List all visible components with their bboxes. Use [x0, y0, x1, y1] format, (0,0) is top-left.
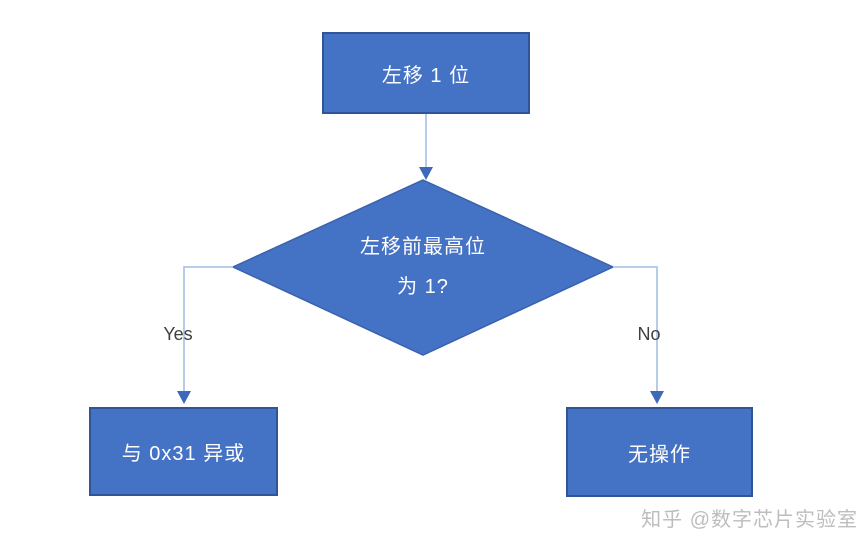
decision-diamond-shape: [231, 179, 615, 356]
process-box-shift-left-label: 左移 1 位: [381, 64, 471, 87]
process-box-no-op: 无操作: [566, 407, 753, 497]
edge-label-yes: Yes: [163, 324, 193, 344]
process-box-xor-label: 与 0x31 异或: [121, 443, 246, 465]
decision-diamond-label: 左移前最高位 为 1?: [303, 227, 543, 307]
zhihu-watermark: 知乎 @数字芯片实验室: [641, 509, 858, 531]
edge-label-no: No: [637, 324, 661, 344]
decision-label-line2: 为 1?: [397, 276, 449, 298]
arrowhead-down-icon: [177, 391, 191, 404]
arrowhead-down-icon: [419, 167, 433, 180]
edge-decision-to-no-line: [613, 266, 658, 392]
edge-decision-to-yes-line: [183, 266, 233, 392]
decision-label-line1: 左移前最高位: [360, 236, 486, 258]
process-box-no-op-label: 无操作: [628, 443, 691, 466]
process-box-shift-left: 左移 1 位: [322, 32, 530, 114]
arrowhead-down-icon: [650, 391, 664, 404]
process-box-xor: 与 0x31 异或: [89, 407, 278, 496]
